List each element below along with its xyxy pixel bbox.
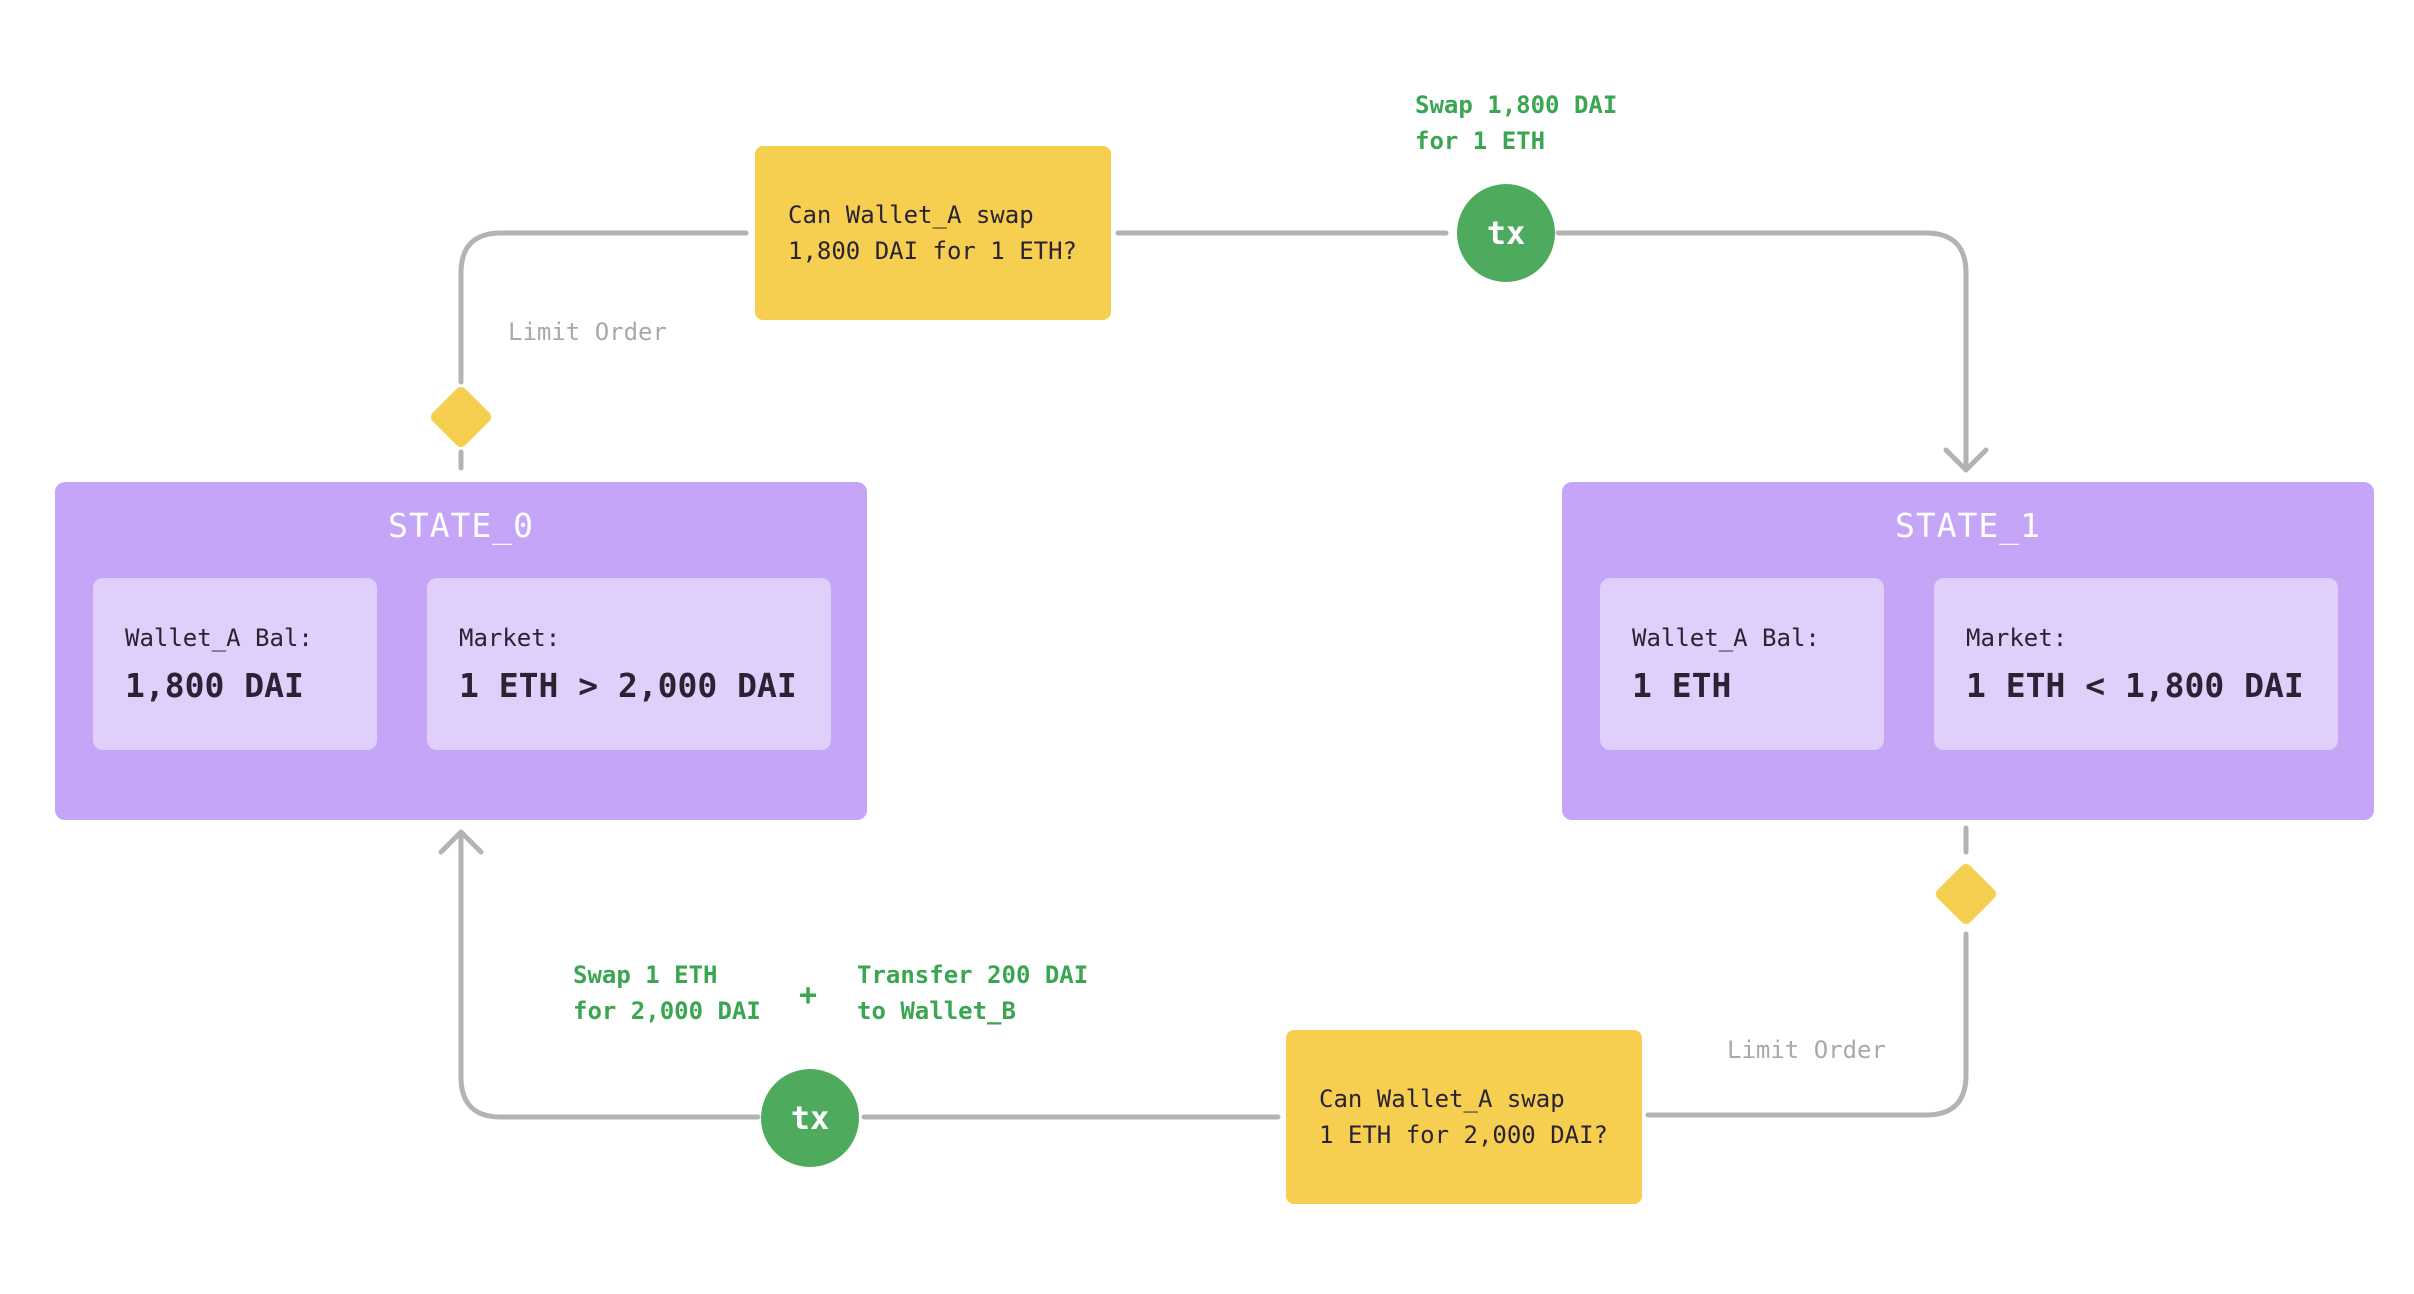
wallet-balance-label: Wallet_A Bal: [1632,624,1820,652]
tx-note-line: to Wallet_B [857,997,1016,1025]
limit-order-label-bottom: Limit Order [1727,1036,1886,1064]
connector-diamond-to-question-bottom [1645,931,1969,1118]
wallet-balance-label: Wallet_A Bal: [125,624,313,652]
state-title: STATE_1 [1894,506,2042,545]
state-0-box: STATE_0 Wallet_A Bal: 1,800 DAI Market: … [55,482,867,820]
market-value: 1 ETH > 2,000 DAI [459,666,797,705]
tx-note-line: Swap 1,800 DAI [1415,91,1618,119]
market-card: Market: 1 ETH < 1,800 DAI [1934,578,2338,750]
tx-note-top: Swap 1,800 DAI for 1 ETH [1415,87,1617,159]
connector-tx-to-state1 [1555,230,1969,473]
tx-note-line: for 1 ETH [1415,127,1546,155]
tx-note-bottom-right: Transfer 200 DAI to Wallet_B [857,957,1088,1029]
question-line: Can Wallet_A swap [788,201,1034,229]
arrowhead-state0 [438,829,484,855]
market-card: Market: 1 ETH > 2,000 DAI [427,578,831,750]
limit-order-label-top: Limit Order [508,318,667,346]
market-value: 1 ETH < 1,800 DAI [1966,666,2304,705]
market-label: Market: [1966,624,2068,652]
question-line: 1,800 DAI for 1 ETH? [788,237,1077,265]
tx-node-bottom: tx [761,1069,859,1167]
state-title: STATE_0 [387,506,535,545]
state-1-box: STATE_1 Wallet_A Bal: 1 ETH Market: 1 ET… [1562,482,2374,820]
question-box-top: Can Wallet_A swap 1,800 DAI for 1 ETH? [755,146,1111,320]
connector-diamond-to-question-top [458,230,749,385]
question-box-bottom: Can Wallet_A swap 1 ETH for 2,000 DAI? [1286,1030,1642,1204]
market-label: Market: [459,624,561,652]
question-line: Can Wallet_A swap [1319,1085,1565,1113]
tx-note-line: Swap 1 ETH [573,961,718,989]
tx-note-line: Transfer 200 DAI [857,961,1089,989]
connector-tx-to-state0 [458,829,761,1120]
tx-note-line: for 2,000 DAI [573,997,761,1025]
question-line: 1 ETH for 2,000 DAI? [1319,1121,1608,1149]
wallet-balance-card: Wallet_A Bal: 1 ETH [1600,578,1884,750]
wallet-balance-card: Wallet_A Bal: 1,800 DAI [93,578,377,750]
wallet-balance-value: 1,800 DAI [125,666,304,705]
wallet-balance-value: 1 ETH [1632,666,1732,705]
arrowhead-state1 [1943,447,1989,473]
tx-note-bottom-left: Swap 1 ETH for 2,000 DAI [573,957,761,1029]
tx-node-top: tx [1457,184,1555,282]
plus-sign: + [799,978,818,1013]
